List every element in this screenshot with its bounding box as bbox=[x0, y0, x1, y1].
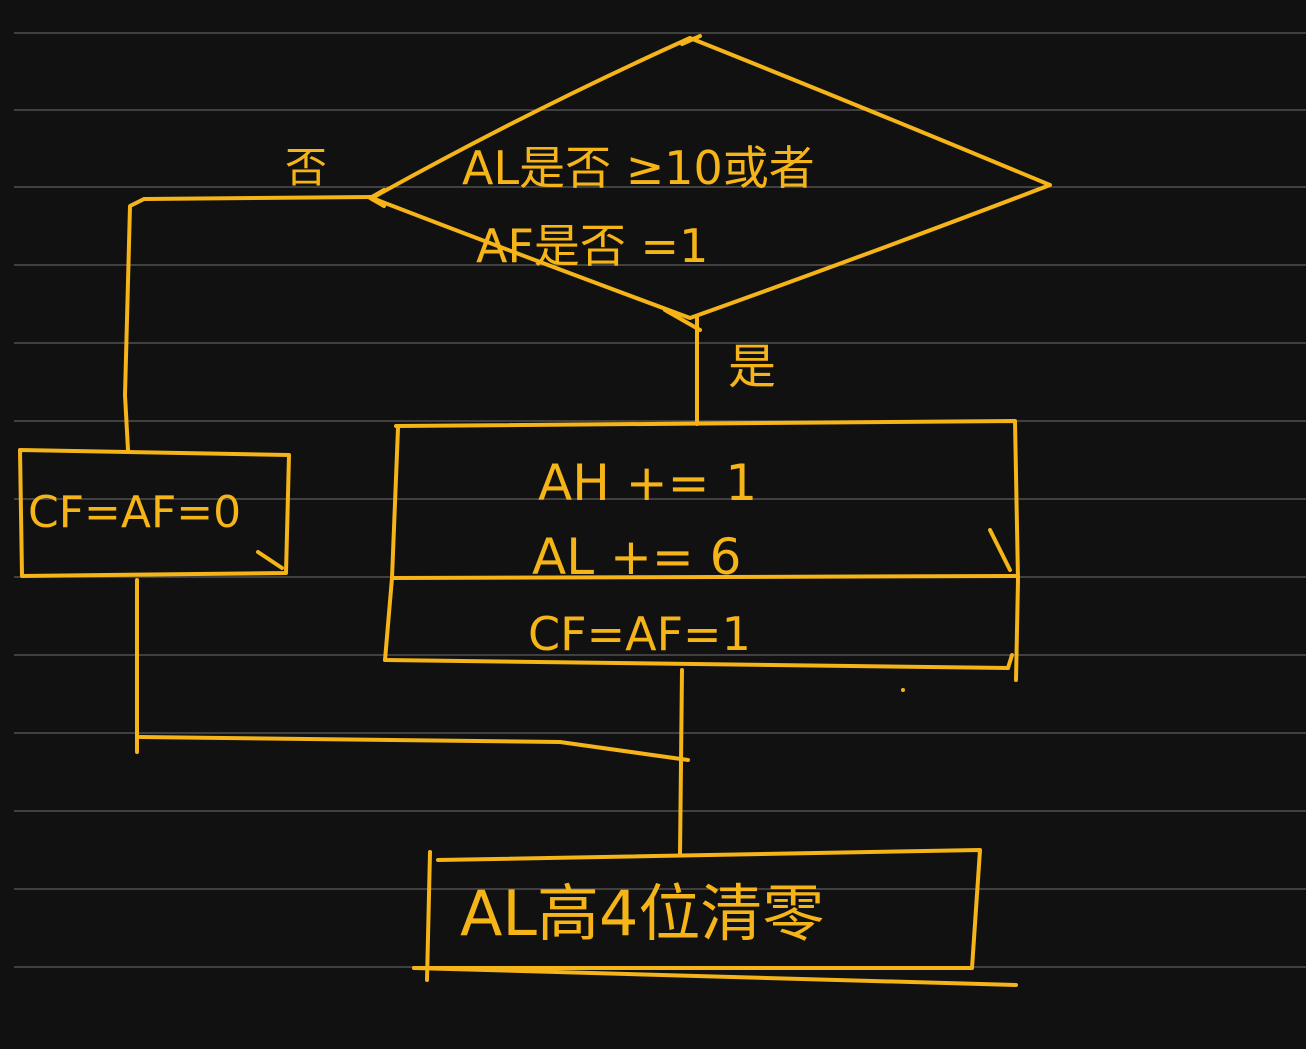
ink-dot bbox=[901, 688, 905, 692]
merge-connector bbox=[138, 735, 690, 762]
end-box-bottom-tail bbox=[412, 966, 1018, 987]
diamond-bottom-tick bbox=[663, 308, 702, 332]
end-box-text: AL高4位清零 bbox=[460, 877, 824, 950]
no-box-corner-mark bbox=[256, 550, 284, 570]
decision-diamond bbox=[370, 36, 1052, 320]
end-box-left-edge bbox=[425, 850, 432, 982]
yes-box-line3: CF=AF=1 bbox=[528, 607, 751, 661]
condition-text-line2: AF是否 =1 bbox=[476, 219, 708, 273]
branch-no-label: 否 bbox=[285, 143, 327, 192]
yes-box-line1: AH += 1 bbox=[538, 454, 757, 512]
condition-text-line1: AL是否 ≥10或者 bbox=[462, 141, 815, 195]
yes-box-middle-rule bbox=[390, 574, 1020, 580]
yes-box-bottom-edge bbox=[383, 653, 1014, 670]
no-box bbox=[18, 448, 291, 578]
no-branch-connector bbox=[123, 195, 374, 452]
yes-box bbox=[394, 419, 1020, 682]
end-box bbox=[412, 848, 982, 970]
yes-box-left-edge bbox=[383, 426, 400, 662]
no-box-text: CF=AF=0 bbox=[28, 487, 241, 538]
yes-box-corner-mark bbox=[988, 528, 1012, 572]
yes-box-down-connector bbox=[678, 668, 684, 857]
yes-box-line2: AL += 6 bbox=[532, 528, 741, 586]
branch-yes-label: 是 bbox=[728, 339, 776, 395]
diamond-top-tick bbox=[680, 34, 702, 46]
